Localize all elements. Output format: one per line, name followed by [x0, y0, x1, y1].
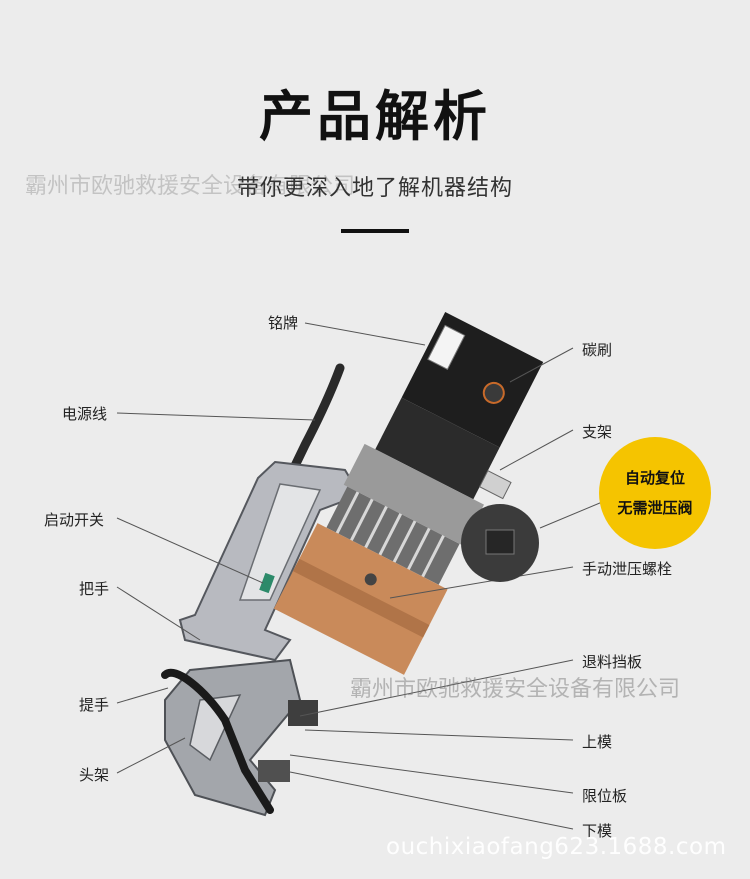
motor-lower-block [375, 397, 500, 500]
label-carry-handle: 提手 [79, 696, 110, 714]
power-cord-cable [287, 363, 345, 477]
gearbox-housing [343, 443, 484, 546]
handle-inner [238, 483, 322, 601]
label-lower-die: 下模 [582, 822, 613, 840]
title-underline [341, 229, 409, 233]
badge-line-1: 自动复位 [624, 469, 685, 487]
watermark-company-top: 霸州市欧驰救援安全设备有限公司 [25, 174, 356, 199]
cylinder-band [292, 558, 430, 638]
carry-handle-bar [161, 668, 274, 814]
label-limit-plate: 限位板 [582, 787, 628, 805]
manual-release-bolt [364, 573, 377, 586]
nameplate-plate [427, 324, 466, 370]
carbon-brush-cap [482, 381, 505, 404]
label-power-cord: 电源线 [62, 405, 108, 423]
watermark-url: ouchixiaofang623.1688.com [386, 834, 727, 860]
label-head-frame: 头架 [79, 766, 110, 784]
auto-reset-badge: 自动复位 无需泄压阀 [599, 437, 711, 549]
label-handle: 把手 [79, 580, 110, 598]
page-title: 产品解析 [259, 85, 491, 148]
label-bracket: 支架 [582, 423, 613, 441]
label-start-switch: 启动开关 [44, 511, 105, 529]
label-nameplate: 铭牌 [268, 314, 299, 332]
label-manual-release-bolt: 手动泄压螺栓 [582, 560, 673, 578]
gear-ribs [326, 486, 460, 585]
page-subtitle: 带你更深入地了解机器结构 [236, 176, 513, 201]
lower-die-block [258, 760, 290, 782]
bracket-tab [478, 470, 512, 500]
label-upper-die: 上模 [582, 733, 613, 751]
head-frame-window [189, 694, 242, 762]
start-switch-button [259, 572, 275, 594]
watermark-company-mid: 霸州市欧驰救援安全设备有限公司 [350, 677, 681, 702]
label-stripper-plate: 退料挡板 [582, 653, 643, 671]
detail-zoom-bolt [485, 529, 515, 555]
badge-line-2: 无需泄压阀 [617, 499, 693, 517]
label-carbon-brush: 碳刷 [582, 341, 613, 359]
